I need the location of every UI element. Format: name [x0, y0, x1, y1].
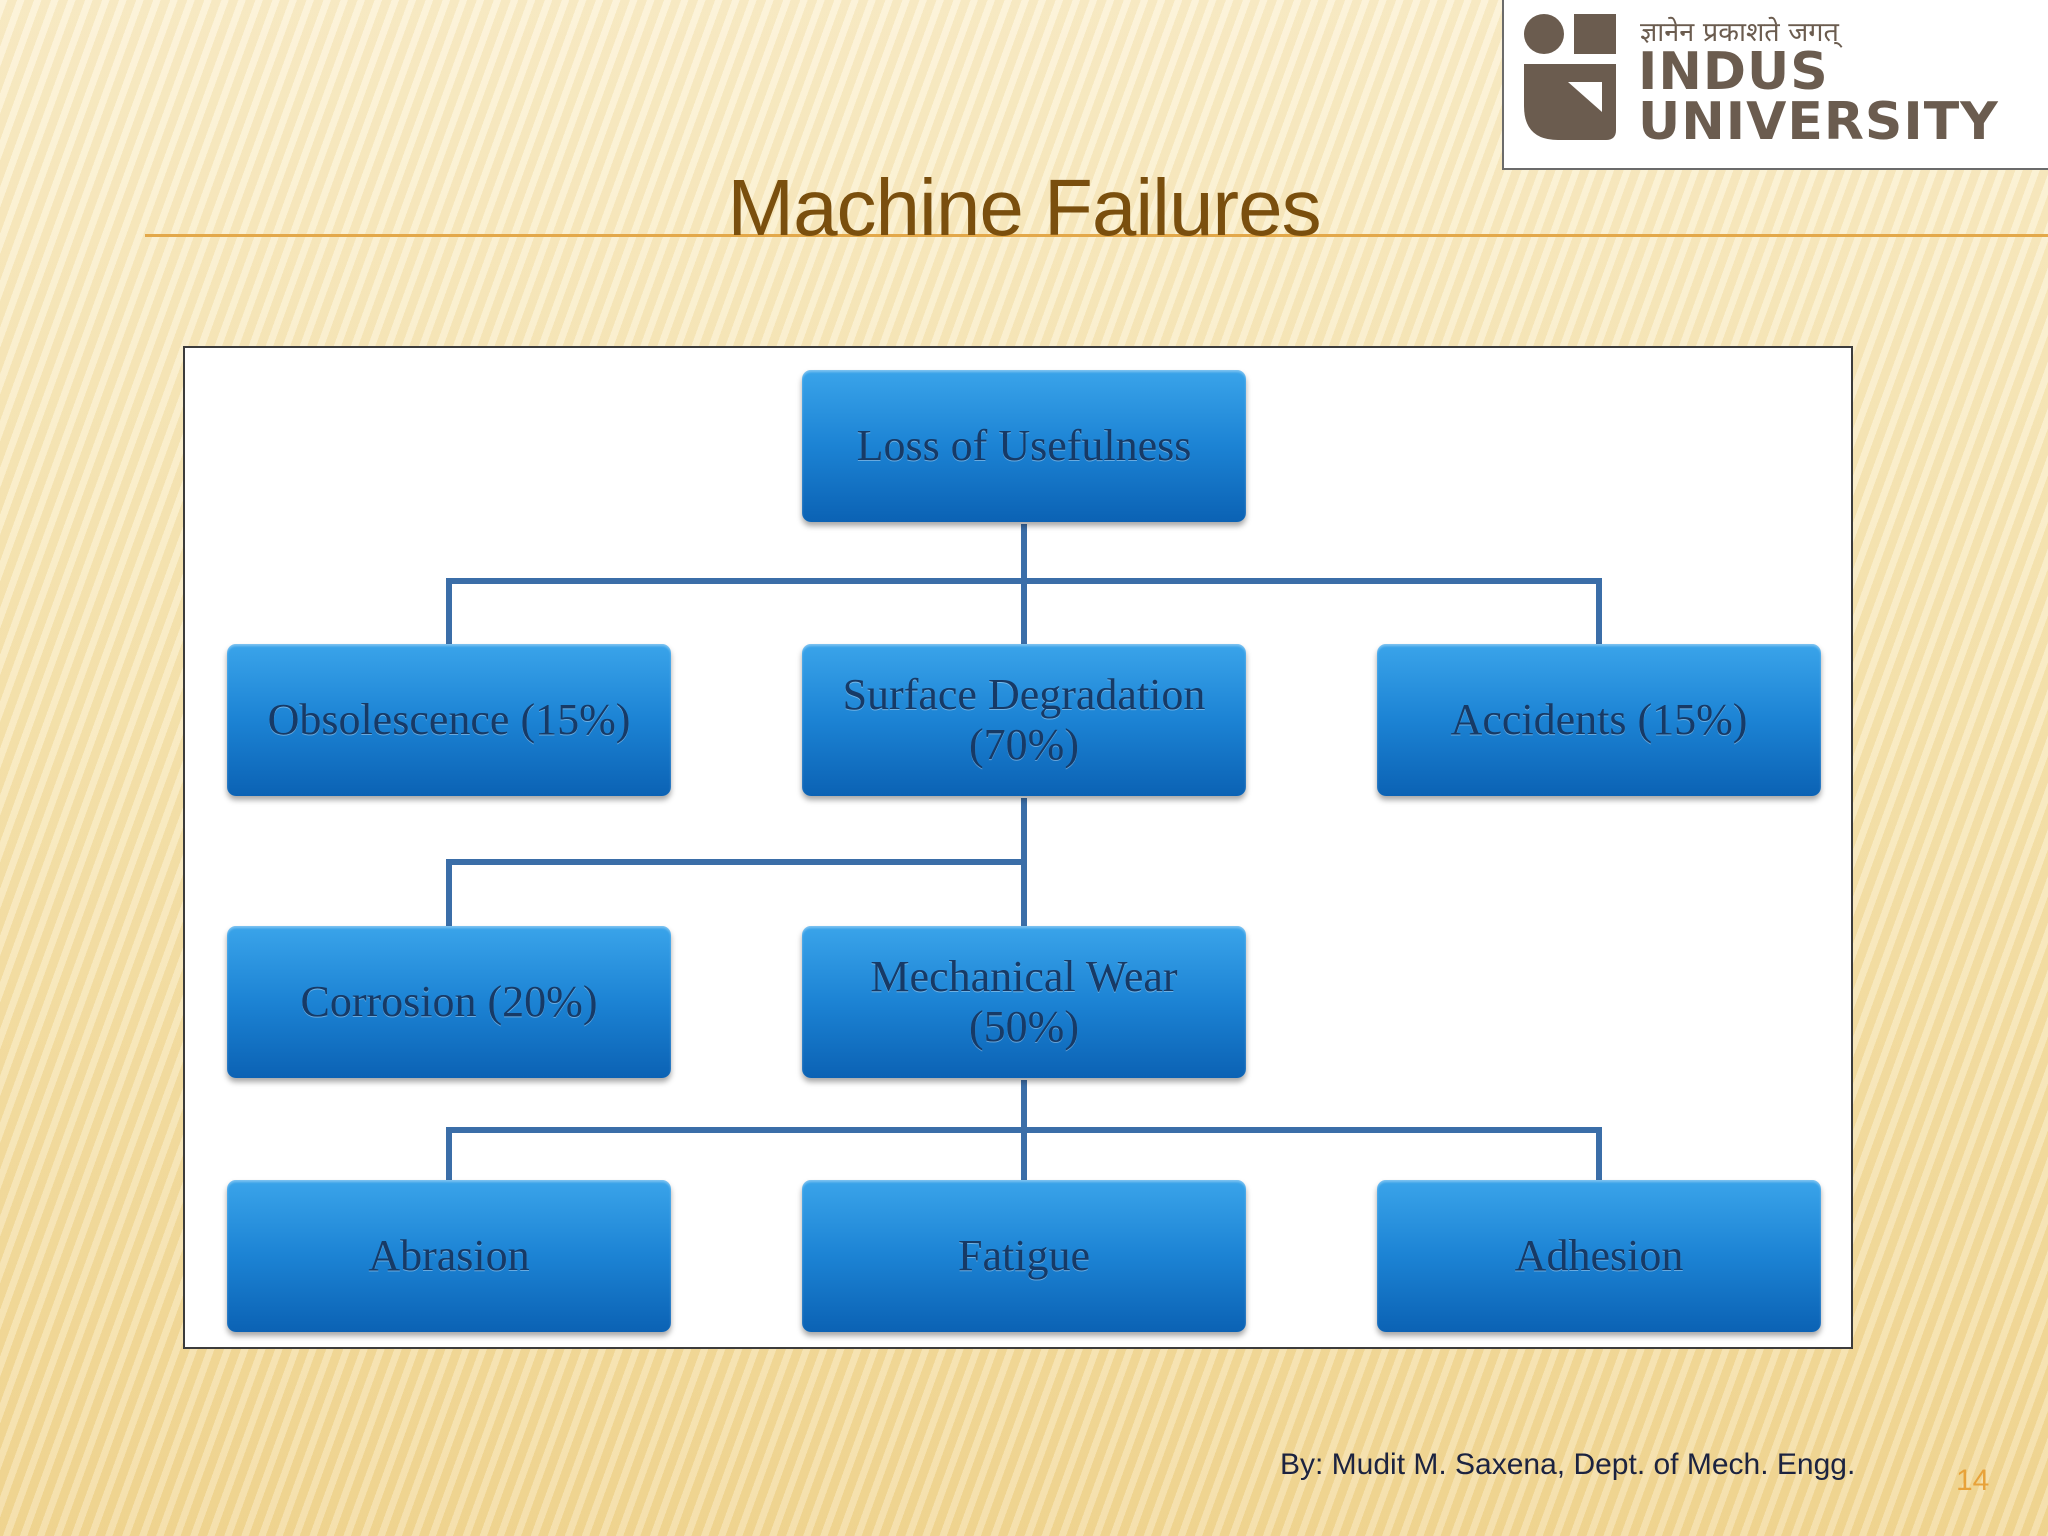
diagram-frame: Loss of Usefulness Obsolescence (15%) Su…	[183, 346, 1853, 1349]
logo-tagline: ज्ञानेन प्रकाशते जगत्	[1640, 17, 1839, 48]
node-label: Fatigue	[958, 1231, 1090, 1280]
node-surface-degradation: Surface Degradation (70%)	[802, 644, 1246, 796]
node-obsolescence: Obsolescence (15%)	[227, 644, 671, 796]
slide-title: Machine Failures	[727, 163, 1321, 252]
node-loss-of-usefulness: Loss of Usefulness	[802, 370, 1246, 522]
node-label: Adhesion	[1514, 1231, 1684, 1280]
logo-emblem-icon	[1524, 14, 1616, 140]
connector-lines	[446, 524, 1602, 1182]
node-label: Surface Degradation (70%)	[842, 670, 1206, 769]
node-abrasion: Abrasion	[227, 1180, 671, 1332]
node-label: Accidents (15%)	[1450, 695, 1748, 744]
node-label: Corrosion (20%)	[300, 977, 598, 1026]
node-label: Mechanical Wear (50%)	[870, 952, 1178, 1051]
node-mechanical-wear: Mechanical Wear (50%)	[802, 926, 1246, 1078]
node-adhesion: Adhesion	[1377, 1180, 1821, 1332]
node-accidents: Accidents (15%)	[1377, 644, 1821, 796]
node-label: Obsolescence (15%)	[267, 695, 631, 744]
node-label: Loss of Usefulness	[856, 421, 1192, 470]
page-number: 14	[1956, 1464, 1990, 1497]
node-fatigue: Fatigue	[802, 1180, 1246, 1332]
title-underline	[145, 234, 2048, 237]
logo-name-line1: INDUS	[1638, 42, 1829, 102]
logo-name-line2: UNIVERSITY	[1638, 92, 1999, 152]
university-logo: ज्ञानेन प्रकाशते जगत् INDUS UNIVERSITY	[1502, 0, 2048, 170]
node-corrosion: Corrosion (20%)	[227, 926, 671, 1078]
footer-author: By: Mudit M. Saxena, Dept. of Mech. Engg…	[1280, 1448, 1856, 1481]
node-label: Abrasion	[368, 1231, 530, 1280]
